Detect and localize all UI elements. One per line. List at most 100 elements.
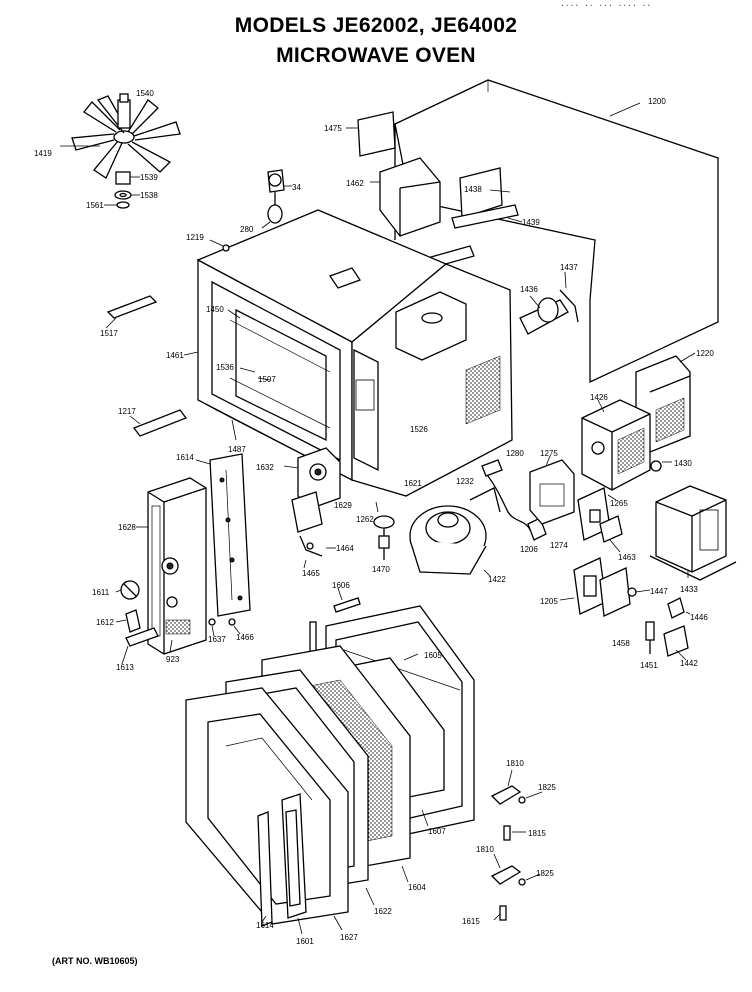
callout-1815a: 1815 <box>528 829 546 838</box>
callout-1419: 1419 <box>34 149 52 158</box>
art-number: (ART NO. WB10605) <box>52 956 138 966</box>
callout-1464: 1464 <box>336 544 354 553</box>
callout-1607: 1607 <box>428 827 446 836</box>
corner-text: .... .. ... .... .. <box>560 0 652 9</box>
callout-1465: 1465 <box>302 569 320 578</box>
callout-1433: 1433 <box>680 585 698 594</box>
callout-1613: 1613 <box>116 663 134 672</box>
magnetron-part <box>581 399 672 491</box>
callout-1615b: 1615 <box>462 917 480 926</box>
interlock-switch-part <box>559 557 651 617</box>
callout-1536: 1536 <box>216 363 234 372</box>
callout-1446: 1446 <box>690 613 708 622</box>
callout-1627: 1627 <box>340 933 358 942</box>
callout-1604: 1604 <box>408 883 426 892</box>
timer-motor-part <box>283 447 341 569</box>
thermal-fuse-part <box>373 501 395 560</box>
callout-1825b: 1825 <box>536 869 554 878</box>
callout-1810b: 1810 <box>476 845 494 854</box>
callout-1463: 1463 <box>618 553 636 562</box>
hinge-pin-parts <box>309 587 361 667</box>
callout-34: 34 <box>292 183 301 192</box>
callout-1637: 1637 <box>208 635 226 644</box>
oven-cavity-chassis <box>183 209 513 497</box>
callout-1629: 1629 <box>334 501 352 510</box>
latch-parts-lower <box>490 853 541 921</box>
knob-and-button-parts <box>115 580 241 665</box>
callout-1220: 1220 <box>696 349 714 358</box>
callout-1540: 1540 <box>136 89 154 98</box>
callout-1232: 1232 <box>456 477 474 486</box>
fan-blade-part <box>60 93 181 179</box>
callout-1442: 1442 <box>680 659 698 668</box>
callout-1601: 1601 <box>296 937 314 946</box>
callout-1436: 1436 <box>520 285 538 294</box>
cover-plate-part <box>346 111 396 157</box>
switch-bracket-part <box>577 487 623 553</box>
lamp-socket-part <box>261 169 292 229</box>
callout-1437: 1437 <box>560 263 578 272</box>
callout-1487: 1487 <box>228 445 246 454</box>
callout-1614b: 1614 <box>256 921 274 930</box>
air-duct-part <box>370 157 441 237</box>
callout-280: 280 <box>240 225 254 234</box>
capacitor-part <box>519 271 579 335</box>
callout-1605: 1605 <box>424 651 442 660</box>
callout-1217: 1217 <box>118 407 136 416</box>
callout-1200: 1200 <box>648 97 666 106</box>
callout-1470: 1470 <box>372 565 390 574</box>
callout-1462: 1462 <box>346 179 364 188</box>
callout-1461: 1461 <box>166 351 184 360</box>
latch-parts-upper <box>490 769 543 841</box>
transformer-part <box>649 485 737 581</box>
callout-1628: 1628 <box>118 523 136 532</box>
blower-motor-part <box>409 487 501 577</box>
control-bracket-part <box>195 453 251 617</box>
callout-1274: 1274 <box>550 541 568 550</box>
callout-1450: 1450 <box>206 305 224 314</box>
door-strip-1614 <box>257 811 273 927</box>
callout-1262: 1262 <box>356 515 374 524</box>
callout-1632: 1632 <box>256 463 274 472</box>
callout-1458: 1458 <box>612 639 630 648</box>
callout-1507: 1507 <box>258 375 276 384</box>
door-front-frame-1627 <box>185 687 349 931</box>
callout-1439: 1439 <box>522 218 540 227</box>
callout-1538: 1538 <box>140 191 158 200</box>
filter-board-part <box>529 455 575 525</box>
callout-1475: 1475 <box>324 124 342 133</box>
callout-1265: 1265 <box>610 499 628 508</box>
callout-1606: 1606 <box>332 581 350 590</box>
callout-1447: 1447 <box>650 587 668 596</box>
callout-1614: 1614 <box>176 453 194 462</box>
diagram-title: MODELS JE62002, JE64002 <box>234 14 518 37</box>
callout-1810a: 1810 <box>506 759 524 768</box>
callout-1825a: 1825 <box>538 783 556 792</box>
callout-1539: 1539 <box>140 173 158 182</box>
callout-1466: 1466 <box>236 633 254 642</box>
callout-1612: 1612 <box>96 618 114 627</box>
small-switch-parts <box>645 597 691 661</box>
callout-1621: 1621 <box>404 479 422 488</box>
callout-1561: 1561 <box>86 201 104 210</box>
callout-1526: 1526 <box>410 425 428 434</box>
callout-1422: 1422 <box>488 575 506 584</box>
callout-1438: 1438 <box>464 185 482 194</box>
diagram-subtitle: MICROWAVE OVEN <box>276 44 476 67</box>
fan-hub-parts <box>104 171 140 209</box>
bracket-left-upper <box>105 295 158 329</box>
callout-1205: 1205 <box>540 597 558 606</box>
callout-1622: 1622 <box>374 907 392 916</box>
control-panel-part <box>136 477 207 655</box>
callout-923: 923 <box>166 655 180 664</box>
callout-labels: 1540 1419 1539 1538 1561 34 280 1475 146… <box>34 89 714 946</box>
door-handle-1601 <box>281 793 307 935</box>
callout-1430: 1430 <box>674 459 692 468</box>
callout-1426: 1426 <box>590 393 608 402</box>
bracket-left-lower <box>129 409 188 437</box>
callout-1517: 1517 <box>100 329 118 338</box>
callout-1451: 1451 <box>640 661 658 670</box>
callout-1275: 1275 <box>540 449 558 458</box>
